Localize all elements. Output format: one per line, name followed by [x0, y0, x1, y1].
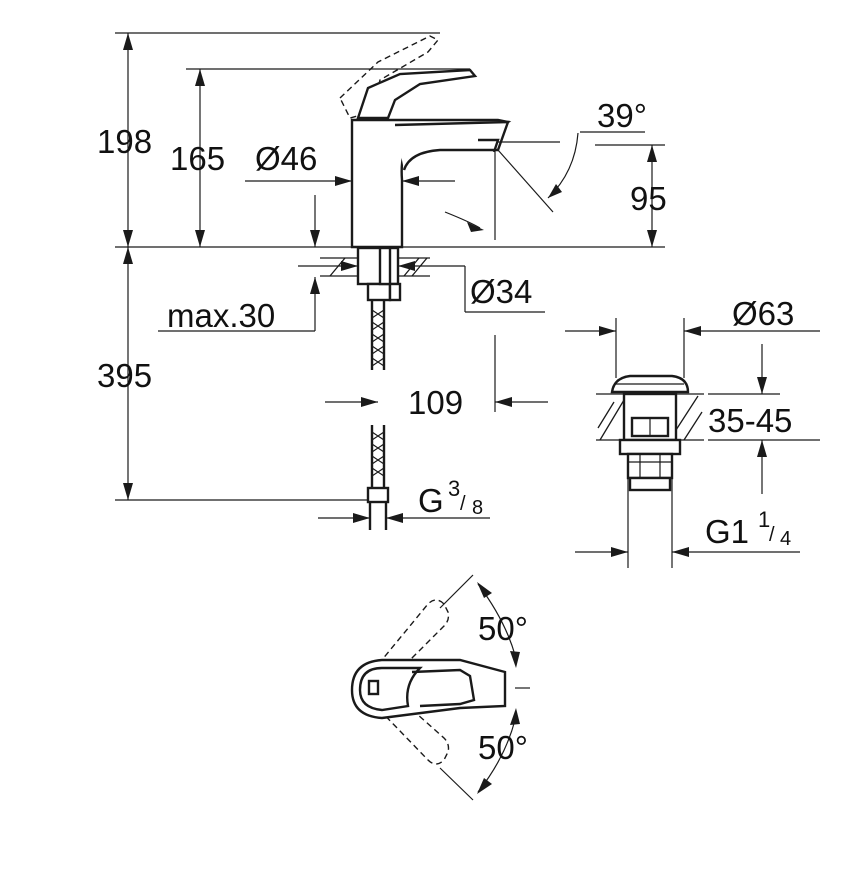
connection-main: G [418, 482, 444, 519]
label-waste-thread: G1 1 / 4 [705, 507, 791, 550]
waste-thread-slash: / [769, 524, 775, 546]
faucet-side-view [115, 32, 665, 530]
label-rotation-down: 50° [478, 729, 528, 766]
label-109: 109 [408, 384, 463, 421]
waste-thread-numerator: 1 [758, 507, 770, 532]
label-max-30: max.30 [167, 297, 275, 334]
label-connection-thread: G 3 / 8 [418, 476, 483, 519]
label-diameter-46: Ø46 [255, 140, 317, 177]
label-diameter-34: Ø34 [470, 273, 532, 310]
label-35-45: 35-45 [708, 402, 792, 439]
label-165: 165 [170, 140, 225, 177]
waste-drain-view [565, 318, 820, 568]
label-rotation-up: 50° [478, 610, 528, 647]
label-198: 198 [97, 123, 152, 160]
connection-numerator: 3 [448, 476, 460, 501]
label-395: 395 [97, 357, 152, 394]
label-diameter-63: Ø63 [732, 295, 794, 332]
faucet-top-view [350, 574, 530, 801]
waste-thread-main: G1 [705, 513, 749, 550]
connection-denominator: 8 [472, 497, 483, 519]
label-39-degrees: 39° [597, 97, 647, 134]
label-95: 95 [630, 180, 667, 217]
connection-slash: / [460, 493, 466, 515]
waste-thread-denominator: 4 [780, 528, 791, 550]
